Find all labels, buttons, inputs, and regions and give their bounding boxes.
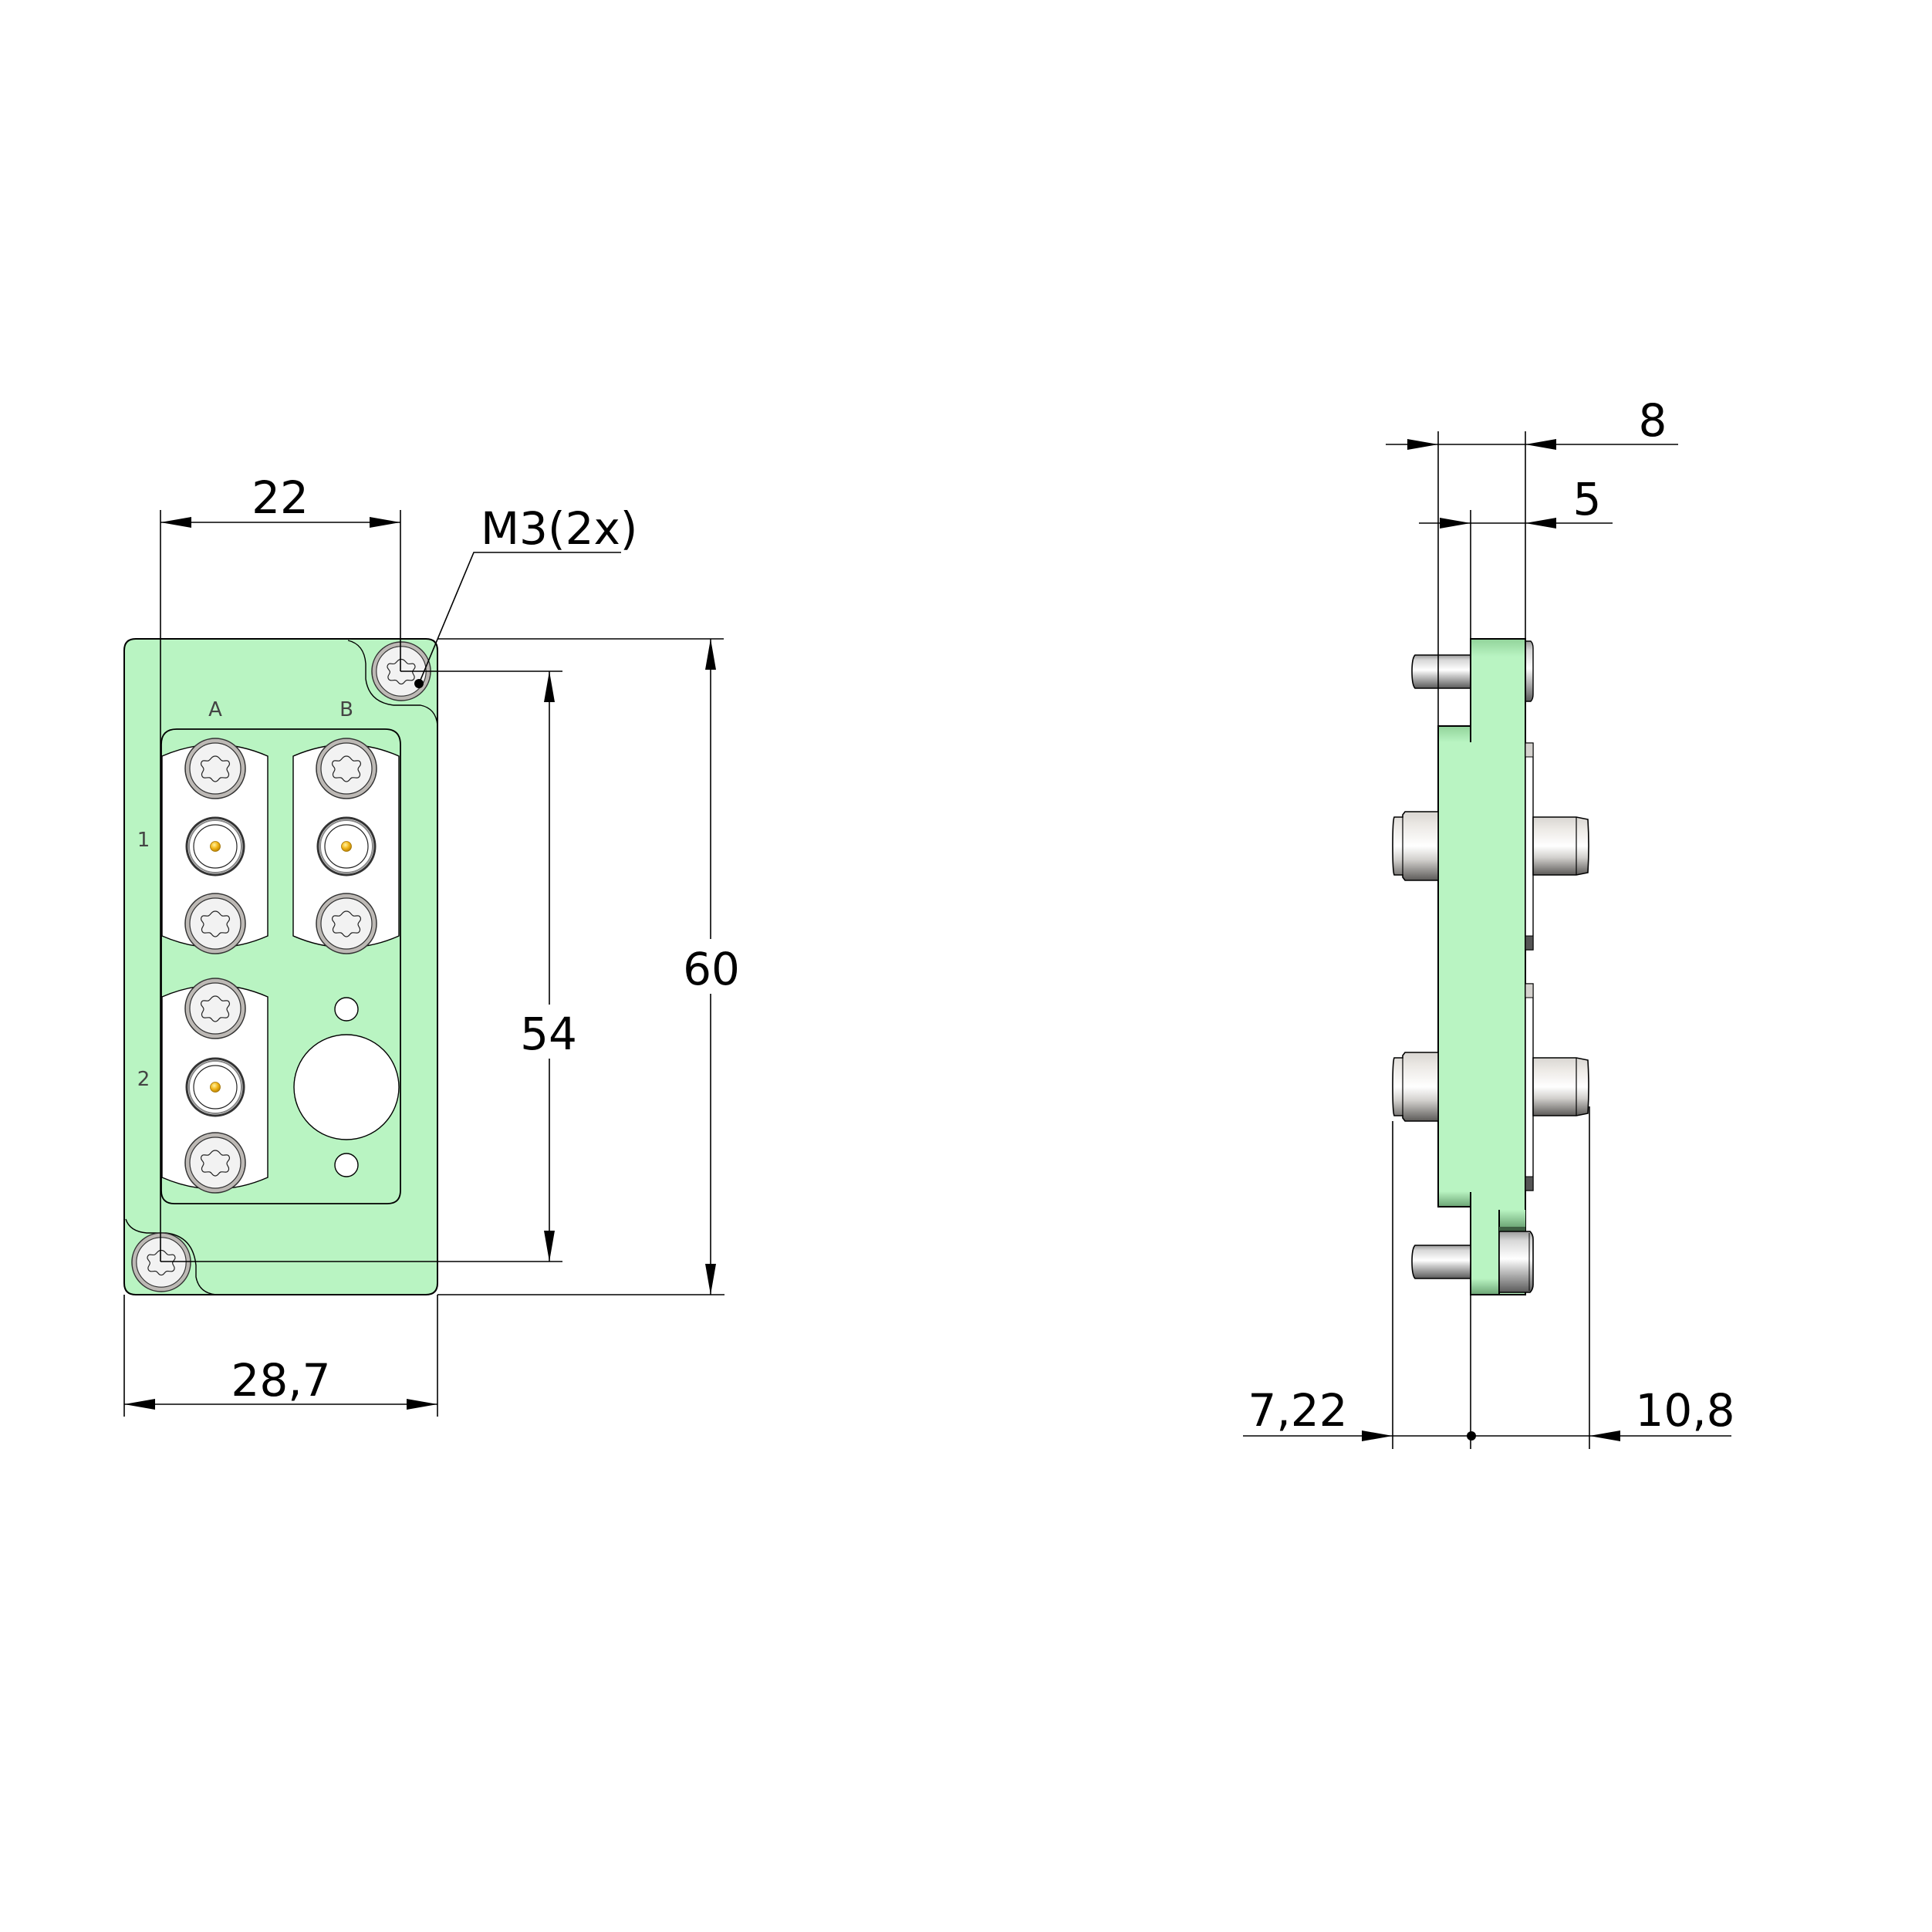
row-label-1: 1 bbox=[137, 829, 150, 852]
dim-10-8: 10,8 bbox=[1635, 1384, 1734, 1437]
origin-dot bbox=[1467, 1431, 1476, 1441]
cover-plate-2 bbox=[1525, 983, 1534, 1191]
dim-22: 22 bbox=[252, 471, 309, 524]
screw-head-top bbox=[1525, 640, 1534, 702]
dim-5: 5 bbox=[1573, 473, 1602, 525]
dim-8: 8 bbox=[1639, 394, 1667, 447]
m3-screw-bottom-left-icon bbox=[131, 1232, 191, 1292]
dim-28-7: 28,7 bbox=[231, 1354, 330, 1407]
side-dimensions: 8 5 7,22 10,8 bbox=[1243, 394, 1735, 1449]
dim-54: 54 bbox=[520, 1008, 577, 1060]
guide-pin-bottom bbox=[1411, 1245, 1471, 1279]
connector-front-2 bbox=[1532, 1057, 1589, 1116]
column-label-A: A bbox=[208, 698, 222, 721]
flange-plate bbox=[123, 638, 438, 1295]
body-contour-bottom bbox=[125, 1218, 217, 1295]
front-dimensions: 22 M3(2x) 54 60 28,7 bbox=[123, 471, 740, 1417]
front-view: A B 1 2 bbox=[123, 638, 438, 1295]
torx-screw-icon bbox=[316, 738, 377, 799]
column-label-B: B bbox=[339, 698, 353, 721]
torx-screw-icon bbox=[184, 978, 246, 1039]
guide-pin-top bbox=[1411, 654, 1471, 689]
screw-head-bottom bbox=[1498, 1231, 1534, 1293]
coax-connector-A1[interactable] bbox=[185, 816, 245, 876]
torx-screw-icon bbox=[316, 893, 377, 954]
cover-plate-1 bbox=[1525, 742, 1534, 951]
row-label-2: 2 bbox=[137, 1068, 150, 1091]
coax-connector-A2[interactable] bbox=[185, 1057, 245, 1117]
dim-7-22: 7,22 bbox=[1248, 1384, 1347, 1437]
connector-rear-2 bbox=[1392, 1052, 1439, 1122]
small-hole-top bbox=[334, 997, 359, 1022]
torx-screw-icon bbox=[184, 893, 246, 954]
small-hole-bottom bbox=[334, 1153, 359, 1177]
dim-60: 60 bbox=[683, 943, 740, 995]
body-contour bbox=[347, 640, 438, 726]
connector-front-1 bbox=[1532, 816, 1589, 876]
torx-screw-icon bbox=[184, 1132, 246, 1194]
torx-screw-icon bbox=[184, 738, 246, 799]
connector-rear-1 bbox=[1392, 811, 1439, 881]
connector-pocket bbox=[160, 728, 401, 1204]
large-cutout bbox=[293, 1034, 400, 1140]
thread-callout: M3(2x) bbox=[481, 502, 637, 555]
coax-connector-B1[interactable] bbox=[316, 816, 377, 876]
side-view bbox=[1392, 638, 1589, 1295]
